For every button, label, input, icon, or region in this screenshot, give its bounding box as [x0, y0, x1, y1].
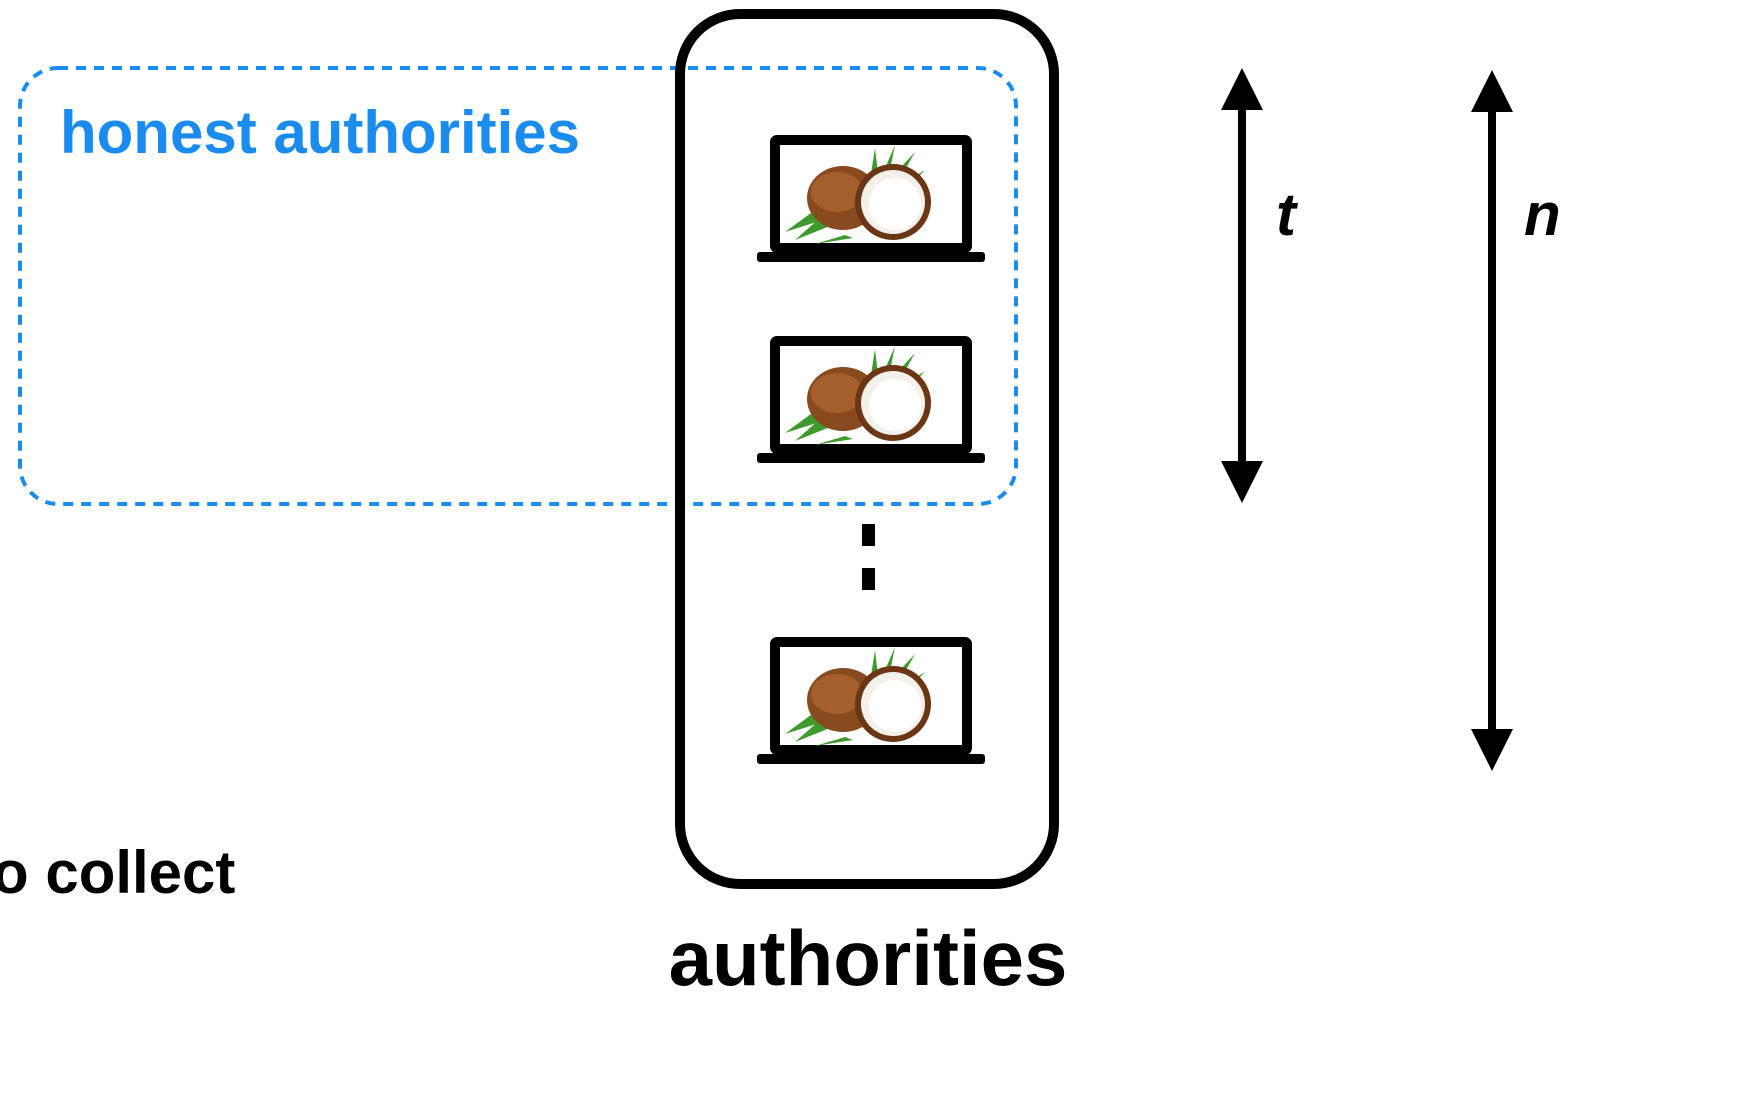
partial-collect-label: o collect — [0, 839, 235, 906]
t-label: t — [1276, 181, 1299, 248]
n-range-arrow — [1471, 70, 1513, 771]
honest-authorities-boundary — [18, 66, 1018, 506]
honest-authorities-label: honest authorities — [60, 99, 580, 166]
laptop-coconut-icon — [757, 140, 985, 262]
laptop-coconut-icon — [757, 642, 985, 764]
n-label: n — [1524, 181, 1561, 248]
authorities-label: authorities — [669, 914, 1068, 1002]
vertical-ellipsis-icon — [862, 524, 875, 590]
laptop-coconut-icon — [757, 341, 985, 463]
t-range-arrow — [1221, 68, 1263, 503]
authorities-container — [675, 9, 1059, 889]
